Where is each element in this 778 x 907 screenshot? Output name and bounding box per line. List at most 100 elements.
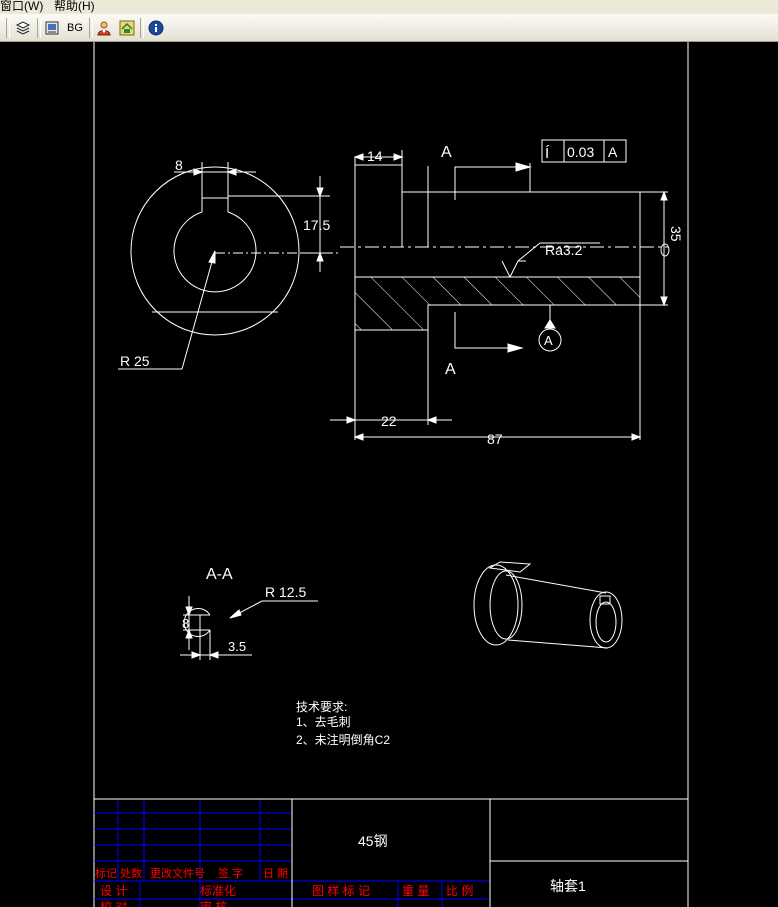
home-icon <box>119 20 135 36</box>
info-button[interactable] <box>146 18 166 38</box>
menu-help[interactable]: 帮助(H) <box>54 0 95 13</box>
section-arrow-bottom <box>454 312 495 349</box>
leader-line <box>118 250 216 370</box>
arrow <box>185 628 193 639</box>
arrow <box>631 433 642 441</box>
dim-r25: R 25 <box>120 353 150 369</box>
arrow <box>193 168 204 176</box>
arrow <box>507 343 524 353</box>
tolerance-datum: A <box>608 144 618 160</box>
arrow <box>660 296 668 307</box>
user-button[interactable] <box>94 18 114 38</box>
dim-8: 8 <box>175 157 183 173</box>
arrow <box>208 651 219 659</box>
diameter-marker <box>660 243 670 257</box>
info-icon <box>148 20 164 36</box>
tech-title: 技术要求: <box>296 700 347 714</box>
tech-requirements: 技术要求: 1、去毛刺 2、未注明倒角C2 <box>296 700 390 747</box>
dim-22: 22 <box>381 413 397 429</box>
roughness-tri <box>501 260 511 278</box>
title-block: 45钢 轴套1 标记 处数 更改文件号 签 字 日 期 设 计 标准化 图 样 … <box>94 798 688 907</box>
check-label: 校 对 <box>100 899 127 907</box>
flange-back <box>489 570 523 640</box>
header-date: 日 期 <box>263 867 288 880</box>
shaft-top <box>505 574 607 594</box>
section-arrow-top <box>454 166 495 200</box>
tech-item-2: 2、未注明倒角C2 <box>296 732 390 747</box>
scale-label: 比 例 <box>446 884 473 898</box>
review-label: 审 核 <box>200 899 227 907</box>
flange-face <box>473 564 519 646</box>
arrow <box>208 250 216 264</box>
roughness-leader <box>517 242 541 262</box>
arrow <box>316 251 324 262</box>
arrow <box>426 416 437 424</box>
drawing-canvas[interactable]: 8 17.5 R 25 <box>0 42 778 907</box>
end-view <box>118 162 340 370</box>
toolbar-separator <box>89 18 93 38</box>
section-keyway <box>199 614 210 631</box>
toolbar-separator <box>37 18 41 38</box>
keyway-cut <box>488 561 532 573</box>
section-circle <box>183 608 211 637</box>
user-icon <box>97 21 111 36</box>
datum-circle <box>538 328 562 352</box>
layers-button[interactable] <box>12 18 34 38</box>
section-view <box>180 596 318 660</box>
display-icon <box>45 21 59 35</box>
outer-circle <box>130 166 300 336</box>
section-label-top: A <box>441 144 452 161</box>
shaft-bore <box>595 601 617 643</box>
bg-icon: BG <box>67 22 83 34</box>
standardization-label: 标准化 <box>200 884 236 898</box>
header-mark: 标记 <box>95 866 117 880</box>
part-name: 轴套1 <box>550 878 586 894</box>
dim-87: 87 <box>487 431 503 447</box>
menu-window[interactable]: 窗口(W) <box>0 0 44 13</box>
home-button[interactable] <box>117 18 137 38</box>
arrow <box>353 433 364 441</box>
header-doc: 更改文件号 <box>150 866 205 880</box>
bg-button[interactable]: BG <box>64 18 86 38</box>
arrow <box>393 153 404 161</box>
arrow <box>353 153 364 161</box>
roughness-tri <box>509 260 526 278</box>
tolerance-frame <box>541 139 627 163</box>
shaft-keyway <box>599 595 611 605</box>
front-view <box>330 139 670 441</box>
weight-label: 重 量 <box>402 884 429 898</box>
layers-icon <box>15 21 31 35</box>
arrow <box>316 187 324 198</box>
hatched-section <box>354 276 641 331</box>
toolbar-separator <box>140 18 144 38</box>
arrow <box>226 168 237 176</box>
menu-bar: 窗口(W) 帮助(H) <box>0 0 778 14</box>
dim-r12-5: R 12.5 <box>265 584 306 600</box>
toolbar-separator <box>6 18 10 38</box>
shaft-bottom <box>507 639 609 649</box>
dim-14: 14 <box>367 148 383 164</box>
arrow <box>660 190 668 201</box>
drawing-mark-label: 图 样 标 记 <box>312 883 370 898</box>
datum-triangle <box>544 319 556 329</box>
arrow <box>346 416 357 424</box>
keyway <box>201 197 229 212</box>
section-title: A-A <box>206 566 233 583</box>
dim-section-8: 8 <box>182 616 189 631</box>
arrow <box>185 606 193 617</box>
display-button[interactable] <box>42 18 62 38</box>
flange-outline <box>354 164 403 277</box>
tolerance-symbol: Í <box>545 145 550 162</box>
roughness-label: Ra3.2 <box>545 242 583 258</box>
dim-35: 35 <box>668 226 684 242</box>
section-label-bottom: A <box>445 361 456 378</box>
bore-circle <box>173 211 257 293</box>
radius-leader <box>229 600 318 619</box>
arrow <box>191 651 202 659</box>
tolerance-value: 0.03 <box>567 144 594 160</box>
arrow <box>229 609 242 619</box>
arrow <box>515 162 532 172</box>
shaft-end <box>589 591 623 649</box>
design-label: 设 计 <box>100 884 127 898</box>
isometric-view <box>473 561 623 649</box>
